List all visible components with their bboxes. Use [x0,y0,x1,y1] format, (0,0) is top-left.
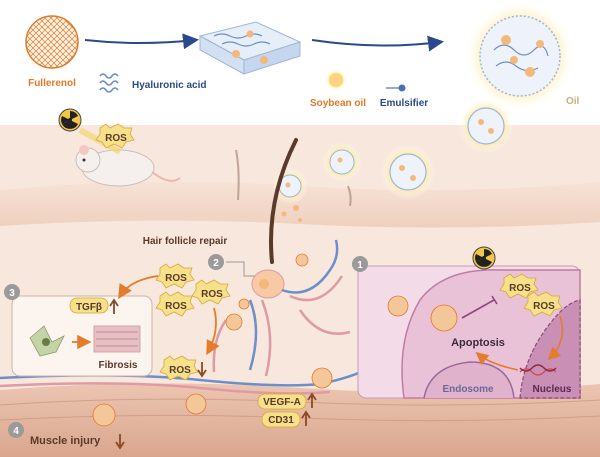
panel1-fullerenol-particles [387,295,458,332]
marker-3-label: 3 [9,288,15,299]
nucleus-to-apoptosis-arrow-icon [475,351,519,371]
falling-droplets [272,98,514,222]
hair-strand [269,138,298,264]
tgfb-badge [69,297,109,314]
soybean-oil-label: Soybean oil [310,98,366,109]
marker-4-badge [8,422,24,438]
epidermis-layer [0,181,600,228]
dna-icon [519,364,557,376]
oil-label: Oil [566,96,580,107]
radiation-icon-panel1 [472,246,496,270]
oil-droplet-icon [464,0,576,112]
ros-badge-1 [155,263,195,289]
cd31-label: CD31 [268,415,294,426]
fullerenol-label: Fullerenol [28,78,76,89]
hyaluronic-acid-label: Hyaluronic acid [132,80,206,91]
mouse-icon [75,145,181,187]
ros-badge-mouse [95,123,135,149]
hair-follicle-repair-label: Hair follicle repair [143,236,228,247]
ros-label-2: ROS [201,289,223,300]
hair-follicle-bulb [251,269,285,299]
ros-badge-panel1-b [523,291,563,317]
ros-label-panel1-a: ROS [509,283,531,294]
radiation-icon [58,108,82,132]
fibrosis-label: Fibrosis [99,360,138,371]
vegfa-label: VEGF-A [263,397,301,408]
muscle-injury-label: Muscle injury [30,435,101,447]
muscle-injury-down-arrow-icon [115,434,125,450]
cd31-badge [261,411,301,428]
ros-label-panel1-b: ROS [533,301,555,312]
inhibition-line-icon [461,295,498,319]
endosome-label: Endosome [442,384,494,395]
ros-label-mouse: ROS [105,133,127,144]
tgfb-label: TGFβ [76,302,102,313]
ros-badge-2 [191,279,231,305]
ros-down-arrow-icon [197,362,207,378]
fibroblast-cell-icon [29,325,65,357]
vegfa-up-arrow-icon [307,392,317,408]
hydrogel-block-icon [198,21,302,75]
arrow-to-emulsion-icon [311,35,444,52]
ros-badge-down [159,355,199,381]
ros-label-down: ROS [169,365,191,376]
endosome [423,361,515,399]
tgfb-up-arrow-icon [109,298,119,314]
nucleus-label: Nucleus [533,384,572,395]
ros-to-nucleus-arrow-icon [547,315,564,361]
marker-2-label: 2 [213,258,219,269]
emulsifier-icon [386,84,406,92]
vegfa-badge [257,393,307,410]
marker-4-label: 4 [13,426,19,437]
marker-1-badge [352,256,368,272]
fibrotic-tissue-icon [93,325,141,353]
hyaluronic-acid-icon [99,73,119,93]
ros-badge-3 [155,291,195,317]
ros-badge-panel1-a [499,273,539,299]
ros-label-1: ROS [165,273,187,284]
fullerenol-particles [92,253,333,427]
emulsifier-label: Emulsifier [380,98,428,109]
soybean-oil-icon [325,69,347,91]
marker-1-label: 1 [357,260,363,271]
ros-label-3: ROS [165,301,187,312]
apoptosis-label: Apoptosis [451,337,505,349]
marker-2-badge [208,254,224,270]
cd31-up-arrow-icon [301,410,311,426]
fullerenol-molecule-icon [25,15,79,69]
arrow-to-hydrogel-icon [84,33,199,50]
marker-3-badge [4,284,20,300]
